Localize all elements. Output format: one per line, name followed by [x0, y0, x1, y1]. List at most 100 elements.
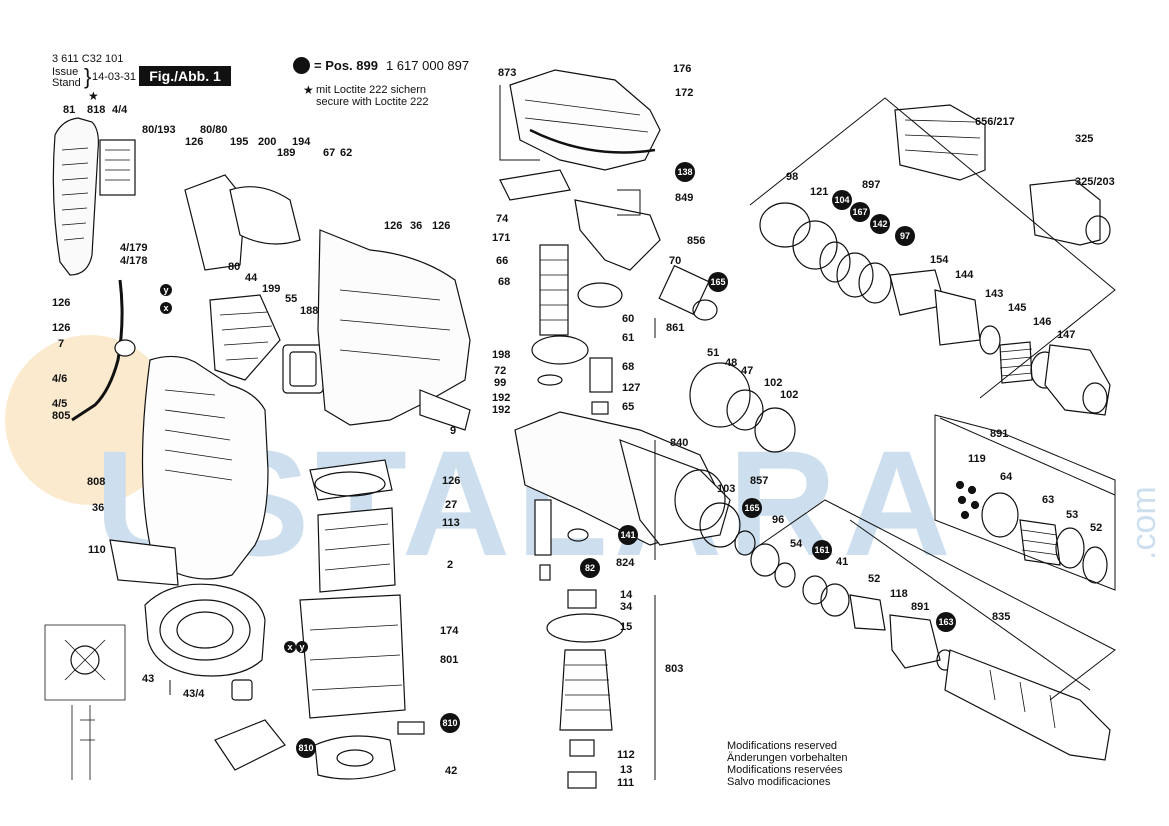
- small-pin: [539, 564, 551, 581]
- part-label: 68: [498, 276, 510, 288]
- modifications-line: Modifications reserved: [727, 740, 838, 752]
- outline-chuck-set: [749, 97, 1116, 399]
- leader-873: [499, 85, 540, 161]
- seal-ring: [567, 528, 589, 542]
- part-label: 126: [52, 297, 70, 309]
- ring-167: [836, 252, 874, 298]
- circle-markers: 1381651651041671429714182161163810810yxx…: [160, 162, 956, 758]
- callout-marker-circle: [618, 525, 638, 545]
- brace: }: [84, 64, 92, 89]
- arrow-891-lower: [849, 519, 1091, 691]
- callout-marker: x: [160, 302, 172, 314]
- callout-marker: 104: [832, 190, 852, 210]
- part-label: 188: [300, 305, 318, 317]
- part-label: 126: [384, 220, 402, 232]
- callout-marker: 810: [440, 713, 460, 733]
- part-label: 891: [911, 601, 929, 613]
- label-star-icon: ★: [88, 89, 99, 103]
- spring-coils-145: [999, 348, 1033, 377]
- part-label: 80: [228, 261, 240, 273]
- tool-holder-118: [889, 614, 941, 669]
- callout-marker-circle: [284, 641, 296, 653]
- outline-891-upper: [934, 414, 1116, 591]
- part-label: 55: [285, 293, 297, 305]
- brush-plate-hole: [336, 749, 374, 767]
- callout-marker: 163: [936, 612, 956, 632]
- part-label: 176: [673, 63, 691, 75]
- motor-stator-top: [309, 459, 393, 501]
- balls-119-a: [955, 480, 965, 490]
- part-label: 65: [622, 401, 634, 413]
- callout-marker-label: 142: [872, 219, 887, 229]
- part-label: 803: [665, 663, 683, 675]
- part-label: 42: [445, 765, 457, 777]
- part-label: 171: [492, 232, 510, 244]
- sds-chuck: [1029, 179, 1101, 246]
- part-label: 80/193: [142, 124, 176, 136]
- part-label: 192: [492, 404, 510, 416]
- drive-ring-inner: [726, 389, 764, 431]
- housing-shell-detail: [339, 289, 451, 361]
- part-label: 98: [786, 171, 798, 183]
- part-label: 96: [772, 514, 784, 526]
- assembly-outlines: [169, 85, 1116, 780]
- part-label: 200: [258, 136, 276, 148]
- pos-part-number: 1 617 000 897: [385, 58, 470, 73]
- callout-marker-label: x: [287, 642, 292, 652]
- loctite-en: secure with Loctite 222: [316, 96, 429, 108]
- part-label: 68: [622, 361, 634, 373]
- gearbox-cover: [509, 69, 661, 171]
- modifications-line: Modifications reservées: [727, 764, 843, 776]
- switch: [99, 139, 136, 196]
- callout-marker-circle: [870, 214, 890, 234]
- part-label: 53: [1066, 509, 1078, 521]
- fan-rings: [229, 186, 301, 245]
- part-label: 9: [450, 425, 456, 437]
- callout-marker: 161: [812, 540, 832, 560]
- callout-marker-label: 163: [938, 617, 953, 627]
- part-label: 27: [445, 499, 457, 511]
- o-ring-b: [734, 530, 756, 556]
- callout-marker: 142: [870, 214, 890, 234]
- issue-label: Issue: [52, 66, 79, 78]
- bushing: [591, 401, 609, 415]
- part-label: 34: [620, 601, 633, 613]
- wiring-detail: [44, 624, 126, 701]
- callout-marker-circle: [440, 713, 460, 733]
- part-label: 7: [58, 338, 64, 350]
- part-label: 48: [725, 357, 737, 369]
- part-label: 4/178: [120, 255, 148, 267]
- loctite-note: mit Loctite 222 sichern secure with Loct…: [316, 84, 429, 108]
- part-label: 145: [1008, 302, 1026, 314]
- gearbox-cover-ribs: [524, 99, 649, 133]
- ring-54: [820, 583, 850, 617]
- ring-161: [802, 575, 828, 605]
- stand-label: Stand: [52, 77, 81, 89]
- part-label: 143: [985, 288, 1003, 300]
- part-label: 80/80: [200, 124, 228, 136]
- handle-grip-texture: [61, 147, 89, 241]
- gear-cover: [144, 583, 266, 677]
- part-label: 126: [185, 136, 203, 148]
- gearbox-group: [499, 69, 796, 789]
- callout-marker-circle: [296, 738, 316, 758]
- callout-marker: y: [296, 641, 308, 653]
- part-label: 174: [440, 625, 459, 637]
- commutator: [569, 739, 595, 757]
- housing-shell: [317, 229, 471, 426]
- callout-marker-label: 138: [677, 167, 692, 177]
- part-label: 325: [1075, 133, 1093, 145]
- modifications-note: Modifications reserved Änderungen vorbeh…: [727, 740, 847, 788]
- part-label: 111: [617, 777, 634, 789]
- callout-marker: x: [284, 641, 296, 653]
- part-label: 808: [87, 476, 105, 488]
- part-label: 897: [862, 179, 880, 191]
- part-label: 81: [63, 104, 75, 116]
- armature-bearing: [567, 589, 597, 609]
- arrow-891-upper: [939, 417, 1116, 496]
- armature-end-bearing: [567, 771, 597, 789]
- callout-marker-circle: [742, 498, 762, 518]
- quick-chuck-ribs: [904, 119, 981, 156]
- ring-102: [754, 407, 796, 453]
